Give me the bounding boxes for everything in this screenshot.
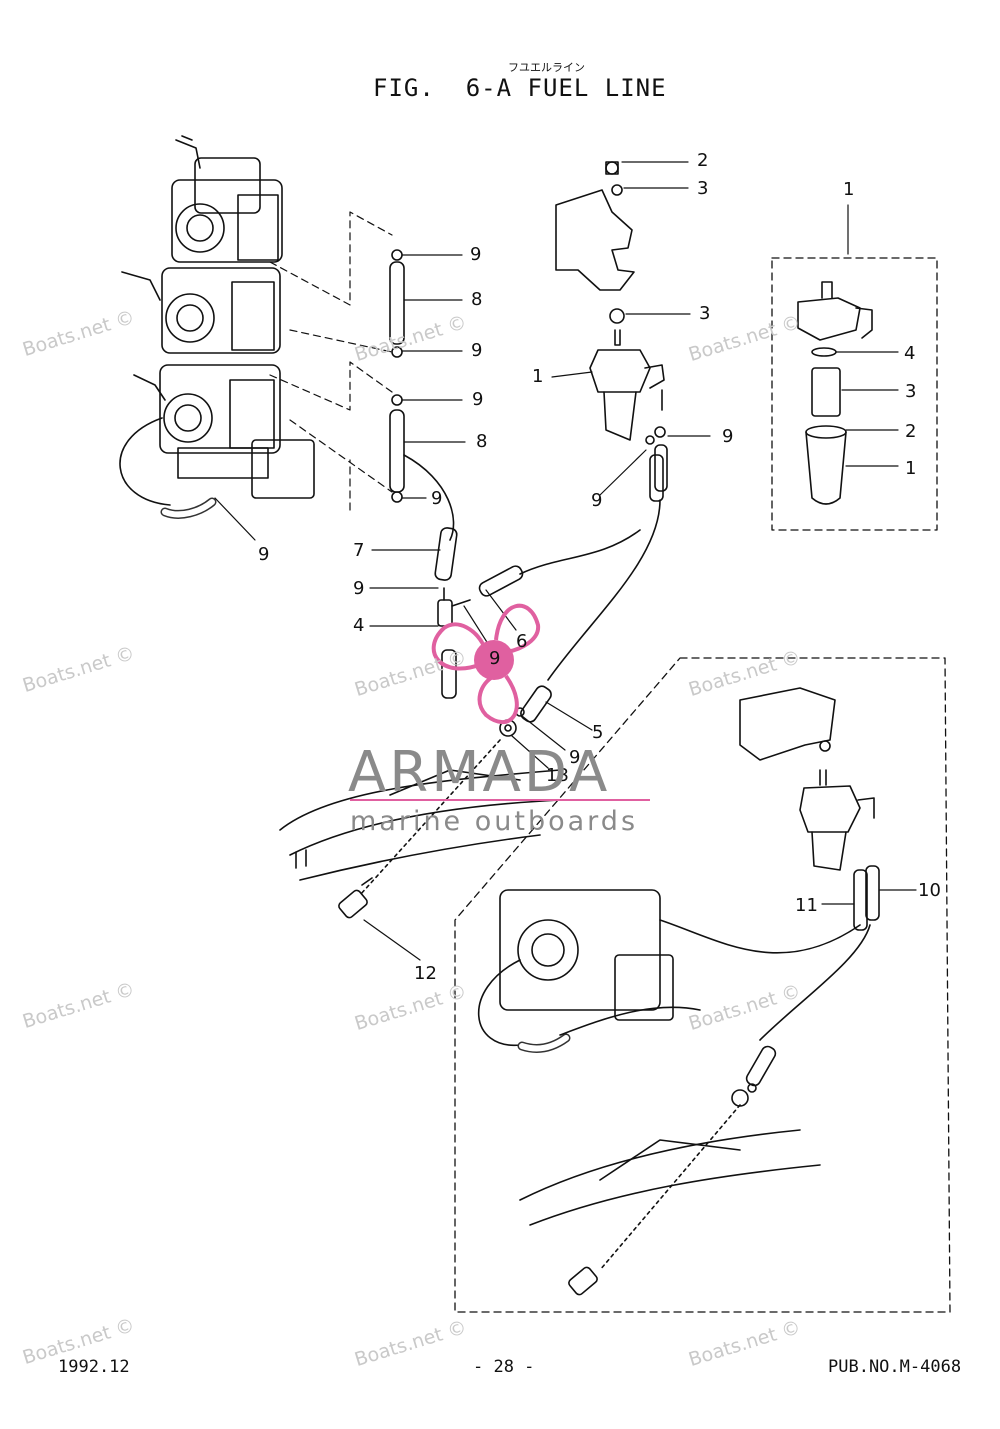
callout-9-b: 9 — [471, 340, 483, 361]
callout-7: 7 — [353, 540, 365, 561]
lower-carburetor-view — [477, 687, 880, 1296]
callout-3-box: 3 — [905, 381, 917, 402]
filter-exploded-view — [797, 281, 873, 505]
title-kana: フユエルライン — [508, 61, 585, 74]
callout-9-j: 9 — [722, 426, 734, 447]
callout-8-lower: 8 — [476, 431, 488, 452]
callout-4: 4 — [353, 615, 365, 636]
fuel-filter-assembly — [555, 161, 668, 502]
logo-tagline: marine outboards — [350, 806, 639, 837]
callout-9-d: 9 — [431, 488, 443, 509]
footer-page-number: - 28 - — [473, 1357, 535, 1377]
callout-4-box: 4 — [904, 343, 916, 364]
page-title: FIG. 6-A FUEL LINE — [373, 74, 667, 102]
callout-2-box: 2 — [905, 421, 917, 442]
callout-6: 6 — [516, 631, 528, 652]
callout-9-i: 9 — [569, 747, 581, 768]
carburetor-stack — [119, 135, 315, 519]
callout-9-c: 9 — [472, 389, 484, 410]
callout-9-h: 9 — [489, 648, 501, 669]
callout-8-upper: 8 — [471, 289, 483, 310]
callout-12: 12 — [414, 963, 437, 984]
callout-9-f: 9 — [591, 490, 603, 511]
callout-11: 11 — [795, 895, 818, 916]
callout-1-filter: 1 — [532, 366, 544, 387]
callout-2-top: 2 — [697, 150, 709, 171]
callout-9-g: 9 — [353, 578, 365, 599]
callout-10: 10 — [918, 880, 941, 901]
callout-3-top: 3 — [697, 178, 709, 199]
callout-5: 5 — [592, 722, 604, 743]
callout-13: 13 — [546, 765, 569, 786]
callout-9-e: 9 — [258, 544, 270, 565]
callout-1-box-bottom: 1 — [905, 458, 917, 479]
callout-9-a: 9 — [470, 244, 482, 265]
callout-1-box: 1 — [843, 179, 855, 200]
logo-name: ARMADA — [348, 740, 611, 805]
fuel-hose-8-upper — [389, 261, 405, 345]
propeller-logo-icon — [431, 603, 541, 725]
footer-date: 1992.12 — [58, 1357, 130, 1377]
callout-3-mid: 3 — [699, 303, 711, 324]
fuel-hose-8-lower — [389, 409, 405, 493]
footer-publication-number: PUB.NO.M-4068 — [828, 1357, 962, 1377]
